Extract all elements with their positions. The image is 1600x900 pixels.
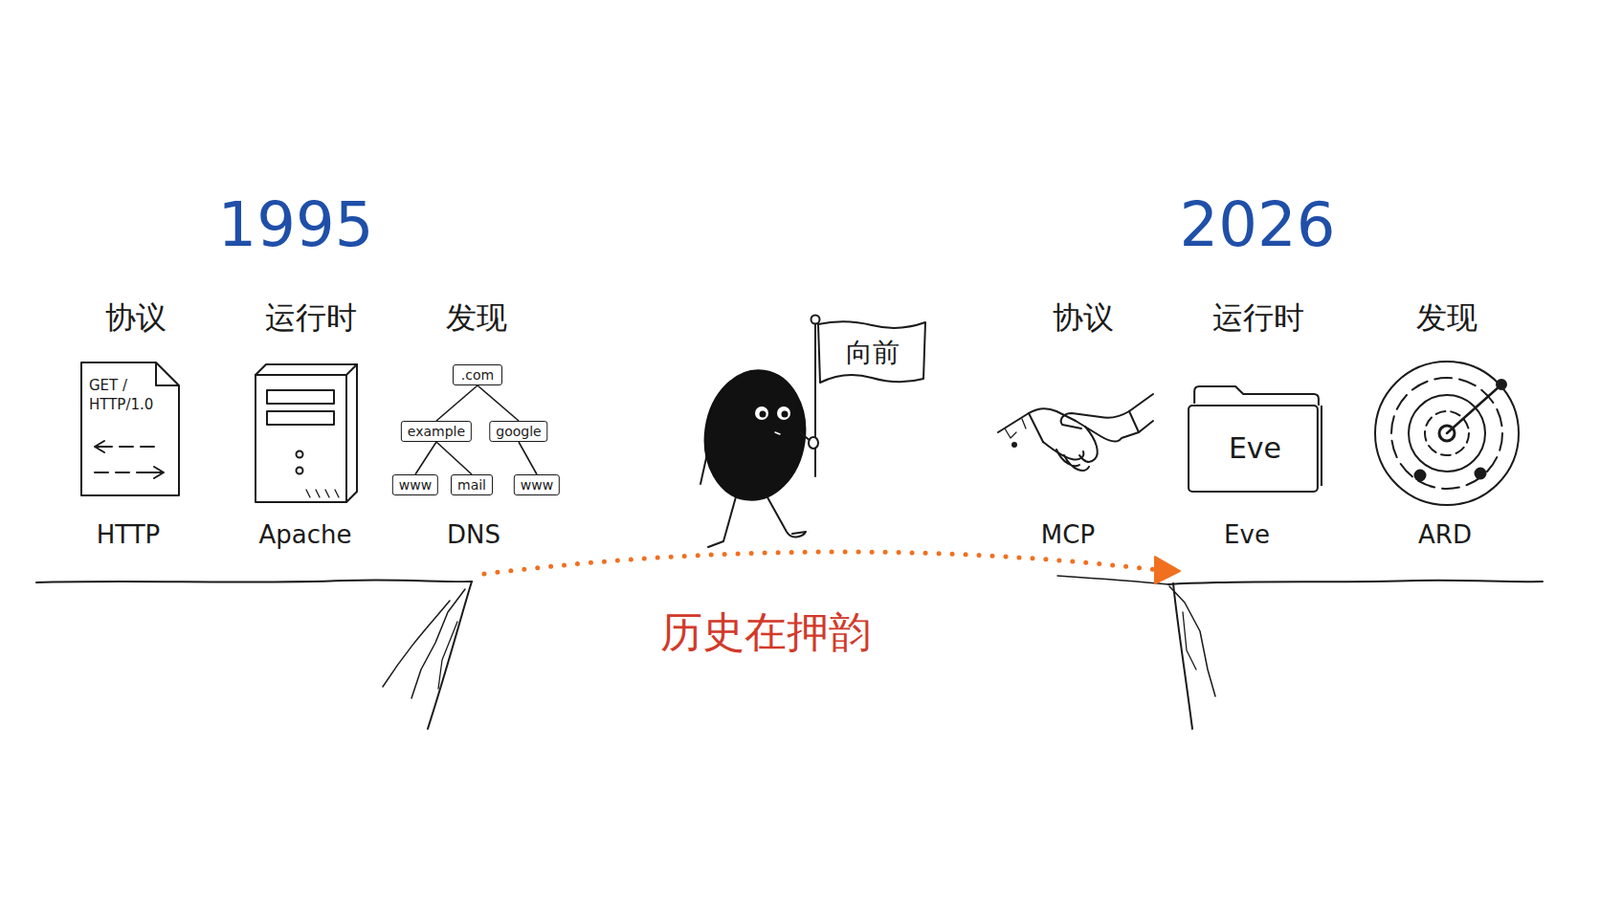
layer-heading: 协议 xyxy=(1052,301,1114,335)
cliff-right-crack xyxy=(1169,586,1216,697)
cliff-left-crack xyxy=(411,589,466,699)
ground-left xyxy=(36,579,472,583)
node-text-wrap: Eve xyxy=(1186,403,1324,495)
history-arc xyxy=(484,552,1158,575)
handshake-icon xyxy=(998,394,1154,471)
flag-pole xyxy=(814,323,817,477)
tree-branch xyxy=(518,442,537,475)
tech-name: DNS xyxy=(446,521,501,550)
slogan: 历史在押韵 xyxy=(660,609,871,656)
node-text: GET / HTTP/1.0 xyxy=(88,376,166,416)
node-text: 向前 xyxy=(845,334,900,372)
dns-box: www xyxy=(392,474,439,496)
dns-box: example xyxy=(400,421,472,443)
node-text-wrap: GET / HTTP/1.0 xyxy=(79,360,166,416)
cliff-right-crack xyxy=(1182,612,1197,670)
tree-branch xyxy=(436,442,472,475)
cliff-left xyxy=(427,581,472,730)
tree-branch xyxy=(477,385,519,422)
layer-heading: 协议 xyxy=(105,301,167,335)
node-text: Eve xyxy=(1228,429,1282,469)
tech-name: ARD xyxy=(1418,521,1472,550)
dns-box: www xyxy=(513,474,560,496)
node-text: www xyxy=(520,477,554,493)
tech-name: HTTP xyxy=(96,521,161,550)
http-document: GET / HTTP/1.0 xyxy=(79,360,181,498)
radar-icon xyxy=(1375,361,1519,506)
node-text: .com xyxy=(459,367,496,383)
tech-name: Apache xyxy=(259,521,353,550)
layer-heading: 运行时 xyxy=(1212,301,1305,335)
dns-box: mail xyxy=(450,474,493,496)
tech-name: MCP xyxy=(1041,521,1095,550)
tech-name: Eve xyxy=(1223,521,1270,550)
cliff-left-crack xyxy=(438,622,458,689)
ground-right xyxy=(1168,580,1543,585)
layer-heading: 发现 xyxy=(445,301,508,335)
server-icon xyxy=(255,364,357,503)
walking-creature xyxy=(696,315,820,549)
node-text: mail xyxy=(457,477,487,493)
node-text: google xyxy=(495,423,541,440)
layer-heading: 运行时 xyxy=(265,301,357,335)
ground-trace xyxy=(1057,576,1169,585)
node-text: example xyxy=(407,423,466,440)
layer-heading: 发现 xyxy=(1416,301,1478,335)
history-arrowhead xyxy=(1155,556,1180,584)
tree-branch xyxy=(415,442,437,475)
eve-folder: Eve xyxy=(1186,382,1324,495)
forward-flag: 向前 xyxy=(818,319,928,386)
tree-branch xyxy=(436,385,478,422)
year: 2026 xyxy=(1179,191,1336,259)
year: 1995 xyxy=(218,191,375,259)
node-text-wrap: 向前 xyxy=(818,319,928,386)
node-text: www xyxy=(399,477,432,493)
dns-box: .com xyxy=(452,364,503,386)
dns-box: google xyxy=(488,421,548,443)
